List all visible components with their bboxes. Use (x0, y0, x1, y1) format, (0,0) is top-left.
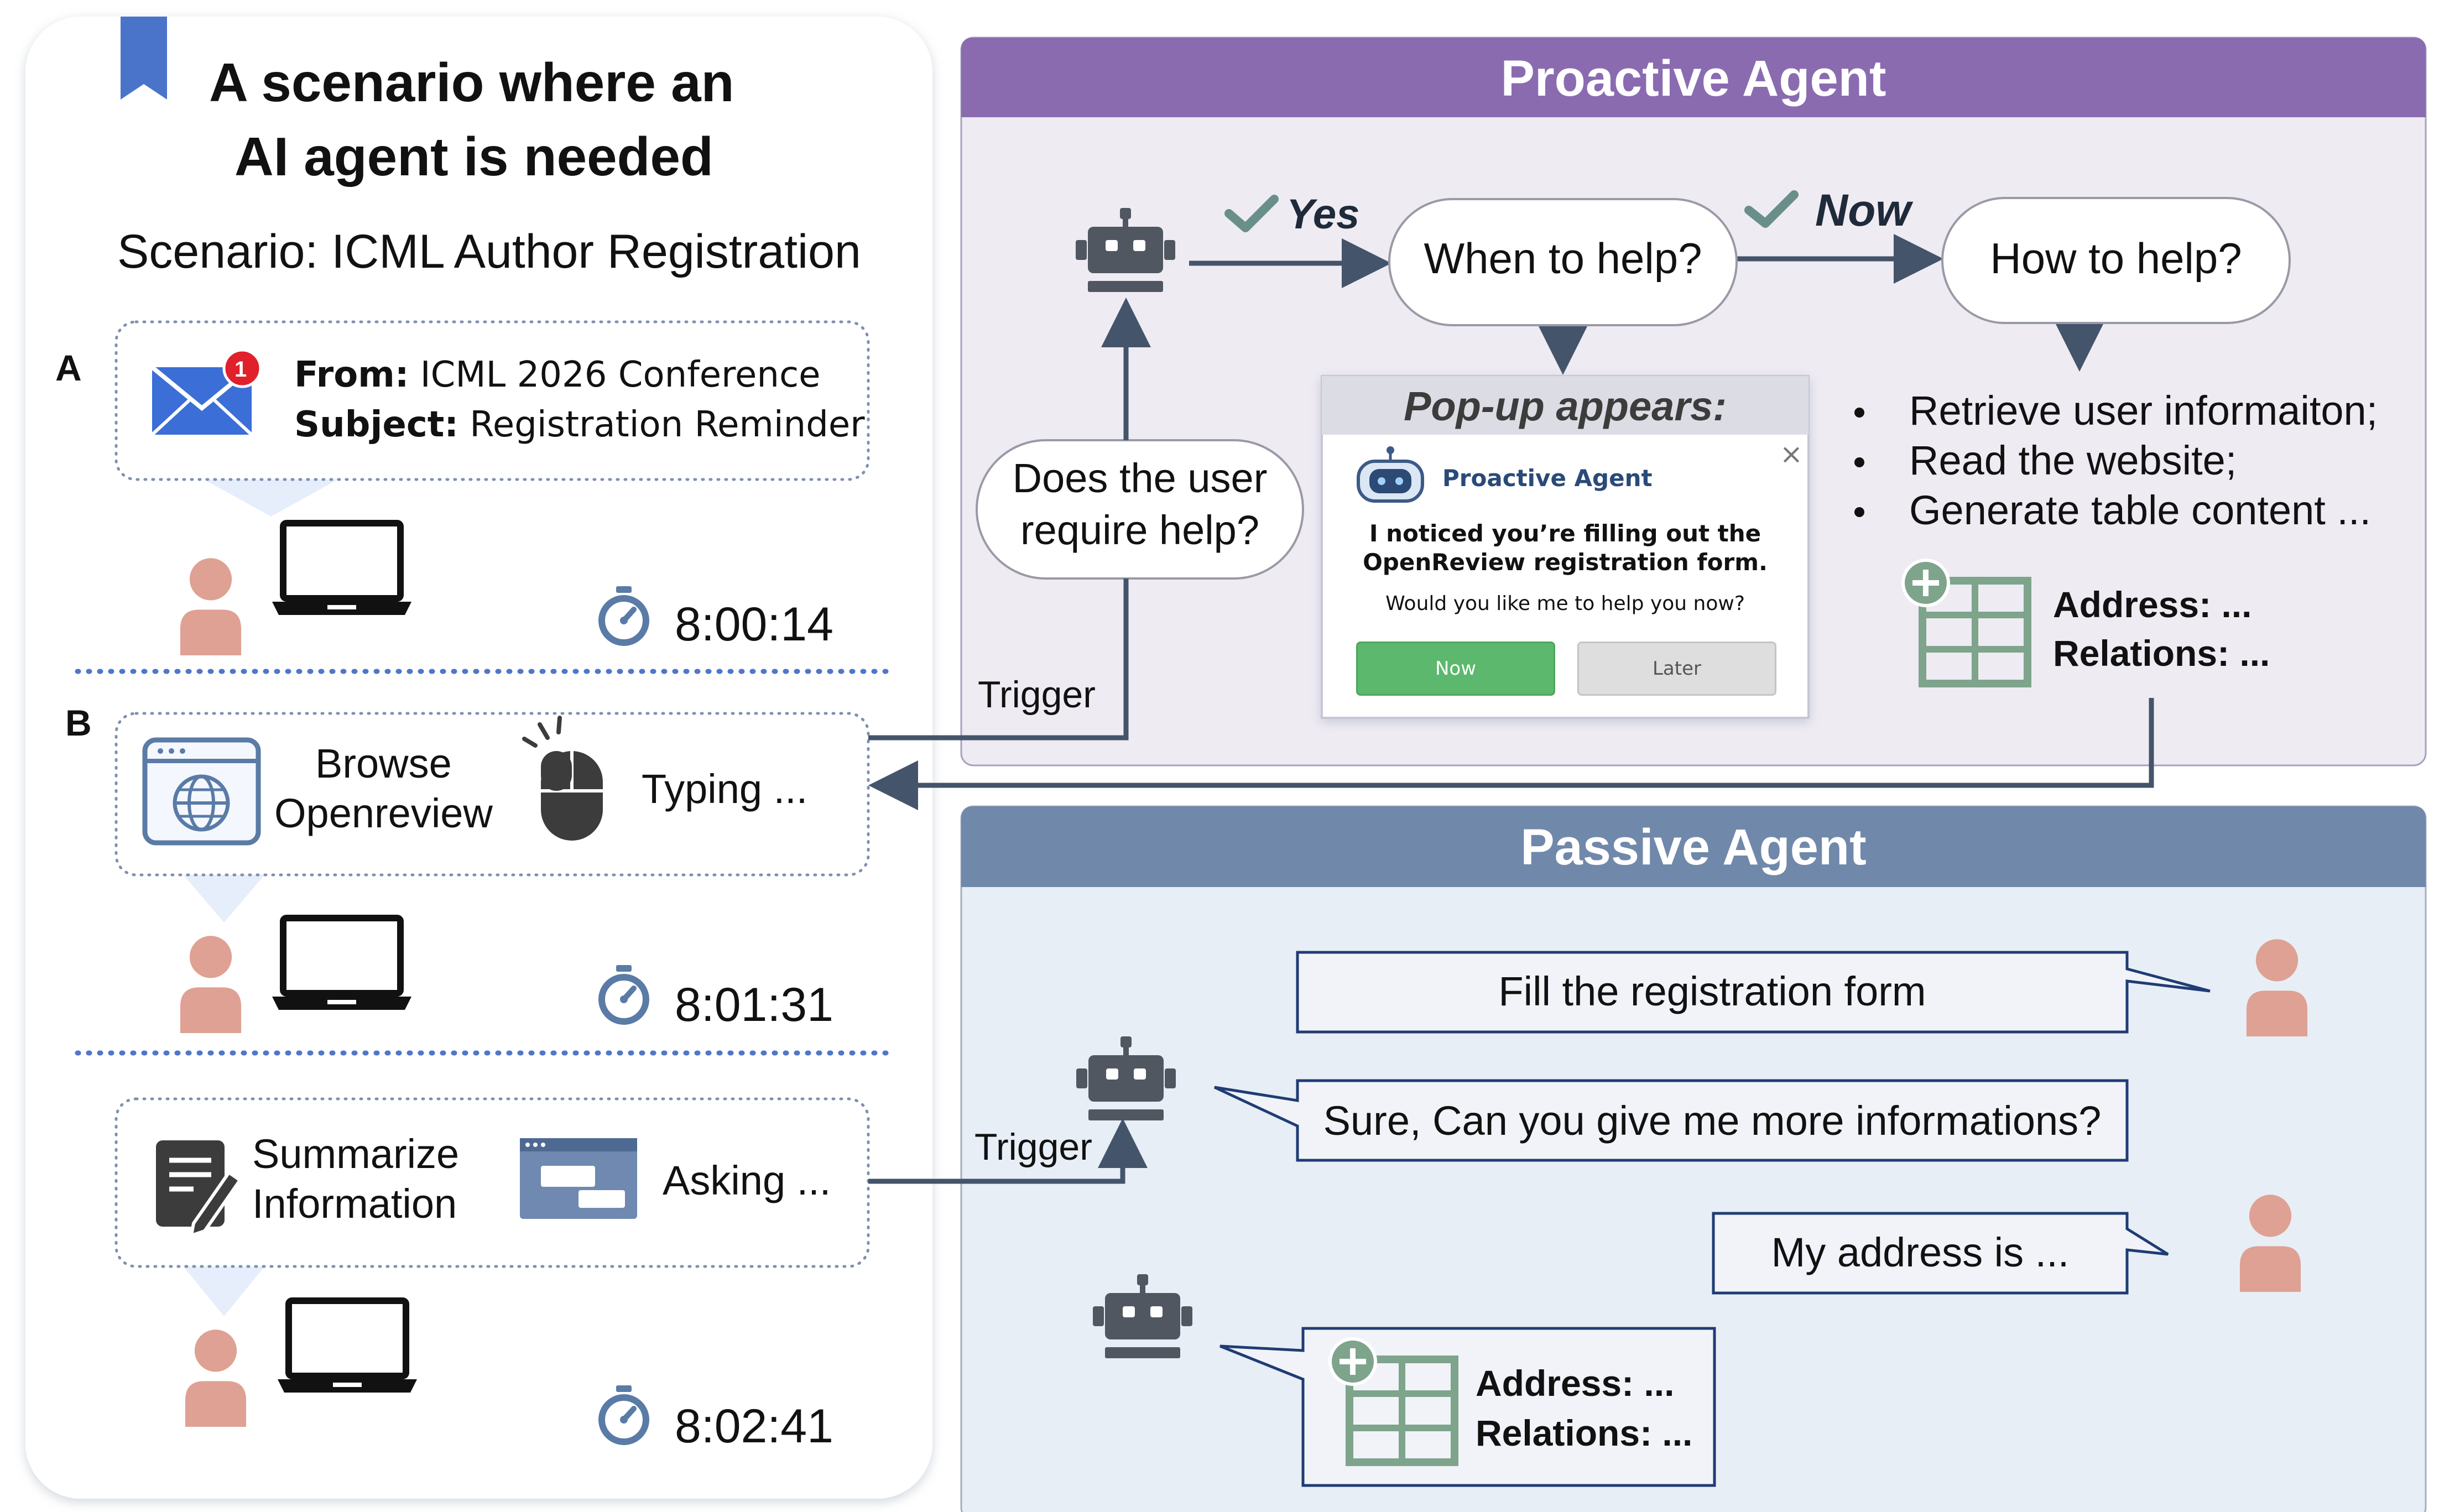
mouse-click-icon (522, 716, 603, 841)
table-address-field: Address: ... (2053, 584, 2252, 625)
summarize-label-line1: Summarize (252, 1131, 460, 1177)
table-relations-field: Relations: ... (1476, 1412, 1693, 1453)
agent-message-text: Sure, Can you give me more informations? (1323, 1098, 2102, 1144)
agent-message-bubble (1213, 1079, 2129, 1162)
notification-badge (222, 348, 262, 388)
proactive-title: Proactive Agent (1500, 50, 1886, 107)
user-message-bubble (1712, 1212, 2169, 1295)
popup-agent-name: Proactive Agent (1442, 465, 1653, 492)
popup-message-line2: OpenReview registration form. (1363, 549, 1768, 576)
laptop-icon (278, 1301, 417, 1393)
summarize-label-line2: Information (252, 1181, 457, 1227)
browser-globe-icon (142, 737, 261, 846)
how-to-help-node (1941, 197, 2291, 324)
now-label: Now (1815, 185, 1911, 236)
bullet-dot (1854, 408, 1864, 418)
table-address-field: Address: ... (1476, 1363, 1675, 1404)
does-user-require-help-line2: require help? (1020, 507, 1259, 553)
laptop-icon (272, 918, 411, 1010)
document-edit-icon (156, 1140, 243, 1238)
bookmark-icon (121, 17, 167, 100)
bullet-dot (1854, 457, 1864, 467)
trigger-label: Trigger (978, 674, 1096, 716)
check-icon (1744, 190, 1799, 228)
proactive-header (961, 38, 2426, 117)
yes-label: Yes (1286, 191, 1360, 238)
popup-heading-bar (1322, 376, 1808, 435)
scenario-title: Scenario: ICML Author Registration (117, 225, 861, 278)
how-bullet-item: Read the website; (1909, 437, 2237, 483)
email-notification-box (114, 320, 870, 481)
bullet-dot (1854, 507, 1864, 517)
browse-label-line1: Browse (315, 741, 452, 786)
popup-message-line1: I noticed you’re filling out the (1369, 520, 1761, 547)
trigger-label: Trigger (974, 1126, 1092, 1168)
email-subject: Subject: Registration Reminder (294, 404, 865, 445)
browse-label-line2: Openreview (274, 790, 493, 836)
timestamp: 8:01:31 (675, 978, 833, 1031)
timestamp: 8:02:41 (675, 1400, 833, 1453)
laptop-icon (272, 523, 411, 615)
panel-heading-line1: A scenario where an (209, 52, 734, 113)
how-bullet-item: Generate table content ... (1909, 487, 2372, 533)
panel-heading-line2: AI agent is needed (234, 126, 713, 187)
passive-title: Passive Agent (1520, 819, 1867, 875)
when-to-help-node (1388, 198, 1738, 326)
does-user-require-help-line1: Does the user (1012, 455, 1268, 501)
section-label-a: A (55, 347, 82, 388)
chat-window-icon (520, 1138, 637, 1219)
notification-badge-count: 1 (234, 357, 247, 382)
agent-avatar-icon (1357, 446, 1424, 503)
popup-heading: Pop-up appears: (1404, 383, 1727, 429)
passive-header (961, 806, 2426, 887)
timestamp: 8:00:14 (675, 598, 833, 651)
user-message-bubble (1296, 951, 2211, 1034)
popup-question: Would you like me to help you now? (1385, 592, 1745, 615)
email-from: From: ICML 2026 Conference (294, 354, 821, 395)
popup-close-button[interactable]: × (1780, 438, 1803, 470)
popup-later-button[interactable]: Later (1577, 642, 1776, 696)
user-message-text: My address is ... (1771, 1229, 2070, 1275)
user-message-text: Fill the registration form (1498, 968, 1926, 1014)
how-bullet-item: Retrieve user informaiton; (1909, 388, 2378, 434)
how-to-help-label: How to help? (1990, 234, 2242, 283)
typing-label: Typing ... (642, 766, 808, 812)
table-relations-field: Relations: ... (2053, 633, 2270, 674)
section-label-b: B (65, 702, 92, 743)
does-user-require-help-node (976, 439, 1304, 580)
check-icon (1224, 195, 1279, 232)
asking-label: Asking ... (663, 1158, 831, 1203)
popup-now-button[interactable]: Now (1356, 642, 1555, 696)
when-to-help-label: When to help? (1424, 234, 1702, 283)
